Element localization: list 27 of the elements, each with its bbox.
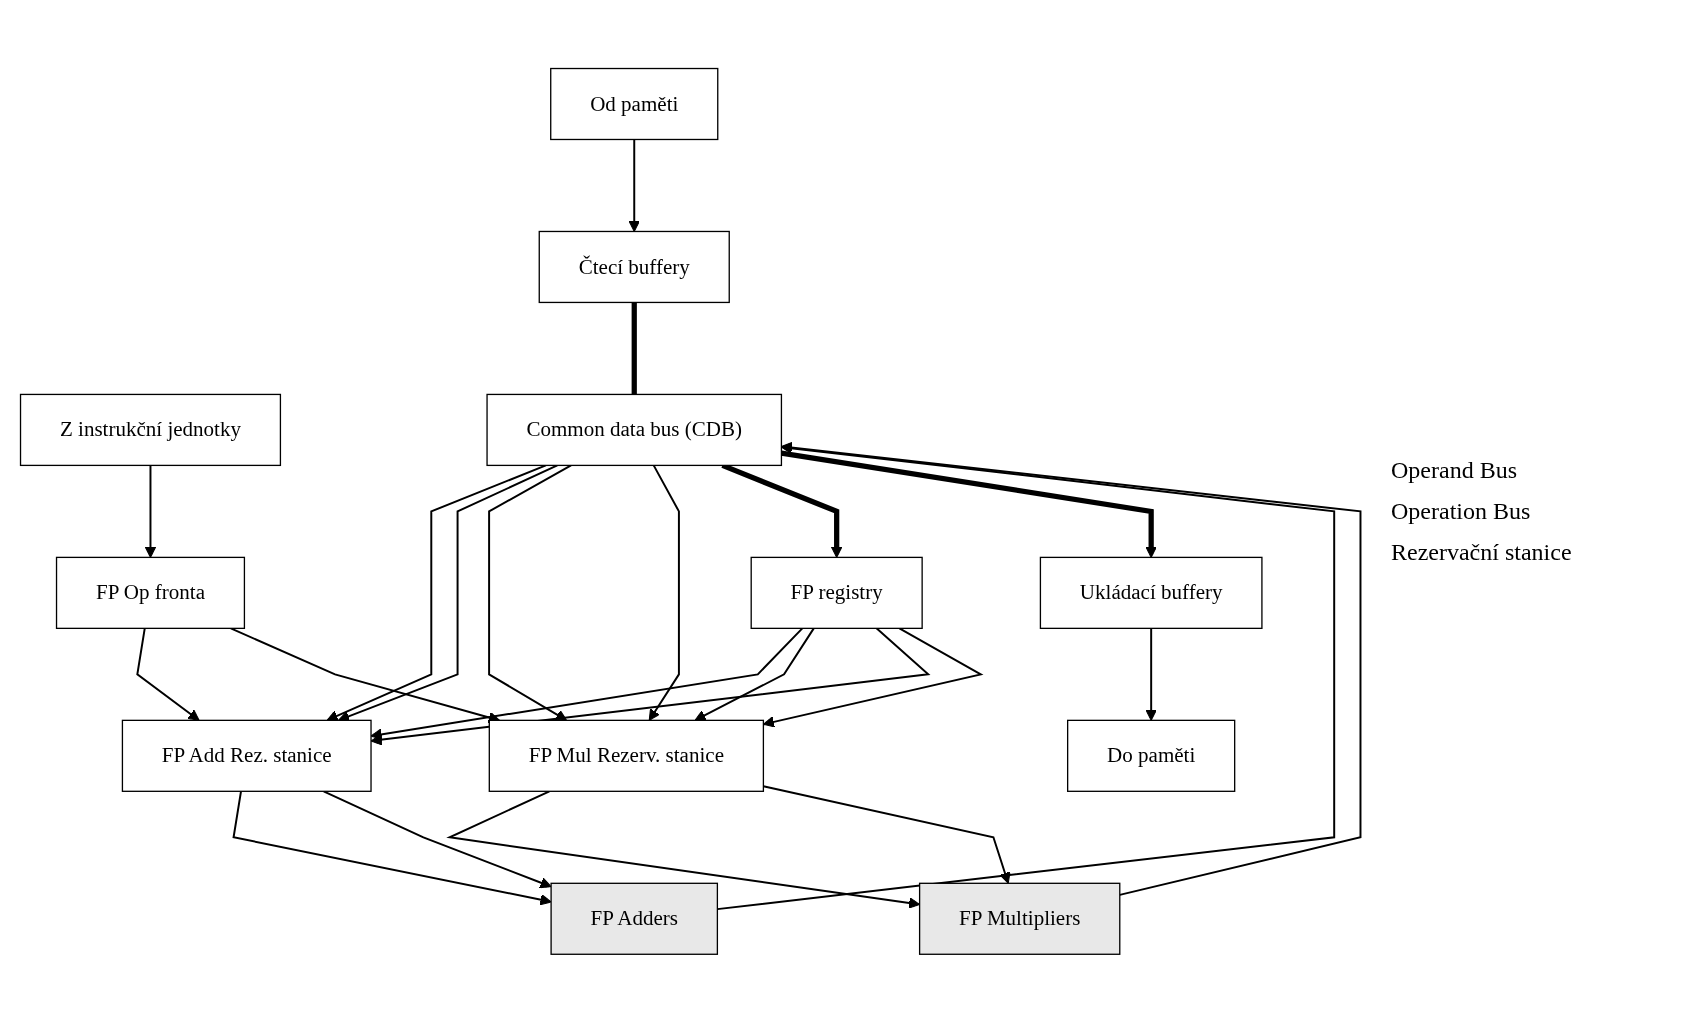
node-box: Od paměti: [550, 67, 719, 141]
bus-label: Operand Bus: [1391, 457, 1518, 484]
node-box: Z instrukční jednotky: [19, 393, 282, 467]
arrow: [628, 138, 640, 233]
node-box: FP registry: [750, 556, 923, 630]
node-box: FP Multipliers: [918, 882, 1121, 956]
node-box: Do paměti: [1067, 719, 1236, 793]
arrow: [488, 464, 573, 721]
node-box: FP Adders: [550, 882, 719, 956]
node-box: FP Mul Rezerv. stanice: [488, 719, 765, 793]
bus-label: Rezervační stanice: [1391, 539, 1573, 566]
node-box: FP Op fronta: [55, 556, 246, 630]
arrow: [322, 790, 552, 889]
node-box: Čtecí buffery: [538, 230, 730, 304]
bus-label: Operation Bus: [1391, 498, 1532, 525]
arrow: [232, 790, 552, 906]
node-box: Ukládací buffery: [1039, 556, 1263, 630]
arrow: [136, 627, 200, 721]
arrow: [694, 627, 815, 721]
arrow: [1145, 627, 1157, 721]
node-box: Common data bus (CDB): [486, 393, 783, 467]
connector: [631, 302, 637, 395]
arrow: [781, 450, 1157, 558]
arrow: [144, 464, 157, 558]
arrow: [648, 464, 680, 721]
arrow: [762, 627, 984, 728]
node-box: FP Add Rez. stanice: [121, 719, 372, 793]
